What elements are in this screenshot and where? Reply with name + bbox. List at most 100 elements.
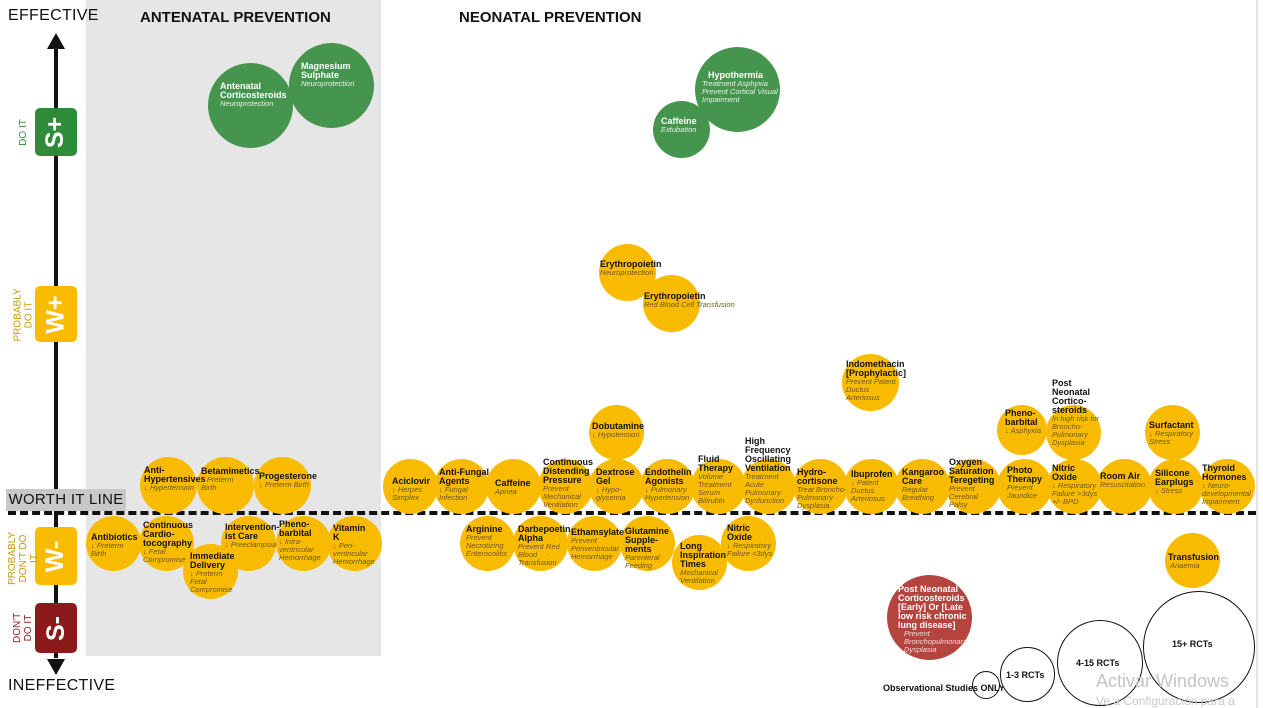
intervention-label: Continuous Cardio-tocography↓ Fetal Comp…: [143, 520, 193, 564]
intervention-bubble: [460, 516, 515, 571]
grade-code: W+: [41, 294, 70, 334]
intervention-bubble: [643, 275, 700, 332]
intervention-bubble: [1165, 533, 1220, 588]
intervention-bubble: [741, 459, 796, 514]
grade-side-label-dont-do-it: DON'T DO IT: [12, 612, 34, 644]
intervention-bubble: [887, 575, 972, 660]
intervention-bubble: [1046, 405, 1101, 460]
intervention-label: Silicone Earplugs↓ Stress: [1155, 468, 1194, 495]
legend-label-large: 15+ RCTs: [1172, 639, 1213, 649]
intervention-bubble: [721, 516, 776, 571]
intervention-bubble: [486, 459, 541, 514]
intervention-bubble: [434, 459, 489, 514]
intervention-bubble: [589, 405, 644, 460]
grade-badge-weak-negative: W-: [35, 527, 77, 585]
intervention-bubble: [383, 459, 438, 514]
grade-badge-strong-positive: S+: [35, 108, 77, 156]
intervention-bubble: [672, 535, 727, 590]
arrow-up-icon: [47, 33, 65, 49]
intervention-bubble: [793, 459, 848, 514]
watermark-subtitle: Ve a Configuración para a: [1096, 694, 1235, 708]
intervention-label: Nitric Oxide↓ Respiratory Failure >3dys …: [1052, 463, 1098, 506]
intervention-bubble: [589, 459, 644, 514]
intervention-label: Thyroid Hormones↓ Neuro-developmental Im…: [1202, 463, 1251, 506]
grade-code: S+: [41, 116, 70, 148]
intervention-bubble: [653, 101, 710, 158]
axis-bottom-label: INEFFECTIVE: [8, 677, 116, 694]
intervention-label: Dextrose Gel↓ Hypo-glycemia: [596, 467, 635, 502]
intervention-label: Aciclovir↓ Herpes Simplex: [392, 476, 431, 502]
intervention-label: Pheno-barbital↓ Asphyxia: [1005, 408, 1041, 435]
intervention-label: Immediate Delivery↓ Preterm Fetal Compro…: [190, 551, 235, 594]
intervention-label: Ibuprofen↓ Patent Ductus Arteriosus: [851, 469, 893, 503]
watermark-title: Activar Windows: [1096, 671, 1230, 691]
intervention-label: Indomethacin [Prophylactic]Prevent Paten…: [846, 359, 907, 402]
intervention-bubble: [1148, 459, 1203, 514]
intervention-label: Anti-Fungal Agents↓ Fungal Infection: [439, 467, 489, 502]
intervention-bubble: [946, 459, 1001, 514]
intervention-label: Antibiotics↓ Preterm Birth: [91, 532, 138, 558]
intervention-bubble: [276, 516, 331, 571]
intervention-label: Vitamin K↓ Peri-ventricular Hemorrhage: [333, 523, 375, 566]
axis-line: [54, 46, 58, 658]
intervention-bubble: [1145, 405, 1200, 460]
intervention-bubble: [140, 457, 197, 514]
neonatal-section-title: NEONATAL PREVENTION: [459, 9, 642, 26]
intervention-label: Endothelin Agonists↓ Pulmonary Hypertens…: [645, 467, 692, 502]
intervention-label: Nitric Oxide↓ Respiratory Failure <3dys: [727, 523, 773, 558]
intervention-label: Progesterone↓ Preterm Birth: [259, 471, 318, 489]
intervention-bubble: [254, 457, 311, 514]
intervention-bubble: [1200, 459, 1255, 514]
intervention-bubble: [997, 459, 1052, 514]
worth-it-line-label: WORTH IT LINE: [6, 489, 126, 511]
legend-label-small: 1-3 RCTs: [1006, 670, 1045, 680]
intervention-label: Intervention-ist Care↓ Preeclampsia: [225, 522, 280, 549]
intervention-bubble: [327, 516, 382, 571]
worth-it-dashed-line: [8, 511, 1256, 515]
intervention-label: Pheno-barbital↓ Intra-ventricular Hemorr…: [279, 519, 321, 562]
grade-code: W-: [41, 540, 70, 572]
right-border: [1256, 0, 1258, 708]
grade-badge-strong-negative: S-: [35, 603, 77, 653]
intervention-bubble: [197, 457, 254, 514]
intervention-label: Surfactant↓ Respiratory Stress: [1149, 420, 1194, 446]
intervention-bubble: [620, 516, 675, 571]
intervention-bubble: [86, 516, 141, 571]
grade-badge-weak-positive: W+: [35, 286, 77, 342]
legend-circle-large: [1143, 591, 1255, 703]
grade-side-label-probably-dont: PROBABLY DON'T DO IT: [6, 531, 40, 585]
grade-side-label-do-it: DO IT: [17, 118, 29, 146]
antenatal-section-title: ANTENATAL PREVENTION: [140, 9, 331, 26]
legend-label-medium: 4-15 RCTs: [1076, 658, 1120, 668]
legend-circle-small: [1000, 647, 1055, 702]
arrow-down-icon: [47, 659, 65, 675]
intervention-bubble: [513, 516, 568, 571]
intervention-label: Dobutamine↓ Hypotension: [592, 421, 645, 439]
intervention-bubble: [289, 43, 374, 128]
intervention-bubble: [538, 459, 593, 514]
intervention-label: Anti-Hypertensives↓ Hypertension: [144, 465, 206, 492]
intervention-label: Betamimetics↓ Preterm Birth: [201, 466, 260, 492]
legend-circle-observational: [972, 671, 1000, 699]
intervention-bubble: [895, 459, 950, 514]
